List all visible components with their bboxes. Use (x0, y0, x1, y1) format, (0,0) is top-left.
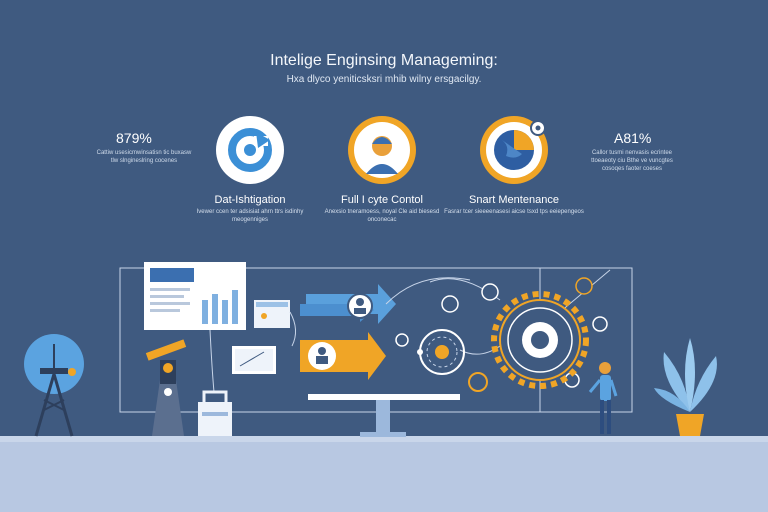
engineer-figure (588, 362, 618, 434)
feature-description-full-lifecycle: Anexsio tneramoess, noyal Cle aid bieses… (324, 209, 440, 223)
robot-arm-icon (145, 339, 187, 436)
toolbox-icon (198, 390, 232, 436)
feature-circle-full-lifecycle[interactable] (348, 116, 416, 184)
stat-description-left: Cattiw usesicmwinsatisn tic buxasw tlw s… (96, 150, 192, 164)
feature-circle-smart-maintenance[interactable] (480, 116, 548, 184)
engineer-avatar-icon (354, 122, 410, 178)
feature-title-data-integration: Dat-Ishtigation (214, 194, 286, 206)
page-subtitle: Hxa dlyco yeniticsksri mhib wilny ersgac… (286, 74, 482, 85)
stat-value-right: A81% (614, 130, 652, 146)
stat-description-right: Callor tusmi nenvasis ecrintee ttoeaeoty… (591, 150, 673, 172)
feature-description-smart-maintenance: Fasrar tcer sieeeenasesi aicse tsxd tps … (444, 209, 584, 215)
desk (308, 394, 460, 400)
stat-value-left: 879% (116, 130, 152, 146)
plant-icon (654, 338, 717, 436)
feature-description-data-integration: Ivewer ccen ter adsisiat ahrn ttrs isdin… (196, 209, 304, 223)
gear-icon (491, 291, 589, 389)
feature-title-full-lifecycle: Full I cyte Contol (341, 194, 423, 206)
floor (0, 436, 768, 512)
feature-title-smart-maintenance: Snart Mentenance (469, 194, 559, 206)
control-dial (417, 329, 465, 375)
antenna-globe-icon (24, 334, 84, 437)
dashboard-chart-panel (144, 262, 246, 330)
page-title: Intelige Enginsing Manageming: (270, 52, 498, 69)
feature-circle-data-integration[interactable] (216, 116, 284, 184)
globe-gear-icon (486, 120, 546, 178)
refresh-arrow-icon (228, 128, 272, 172)
